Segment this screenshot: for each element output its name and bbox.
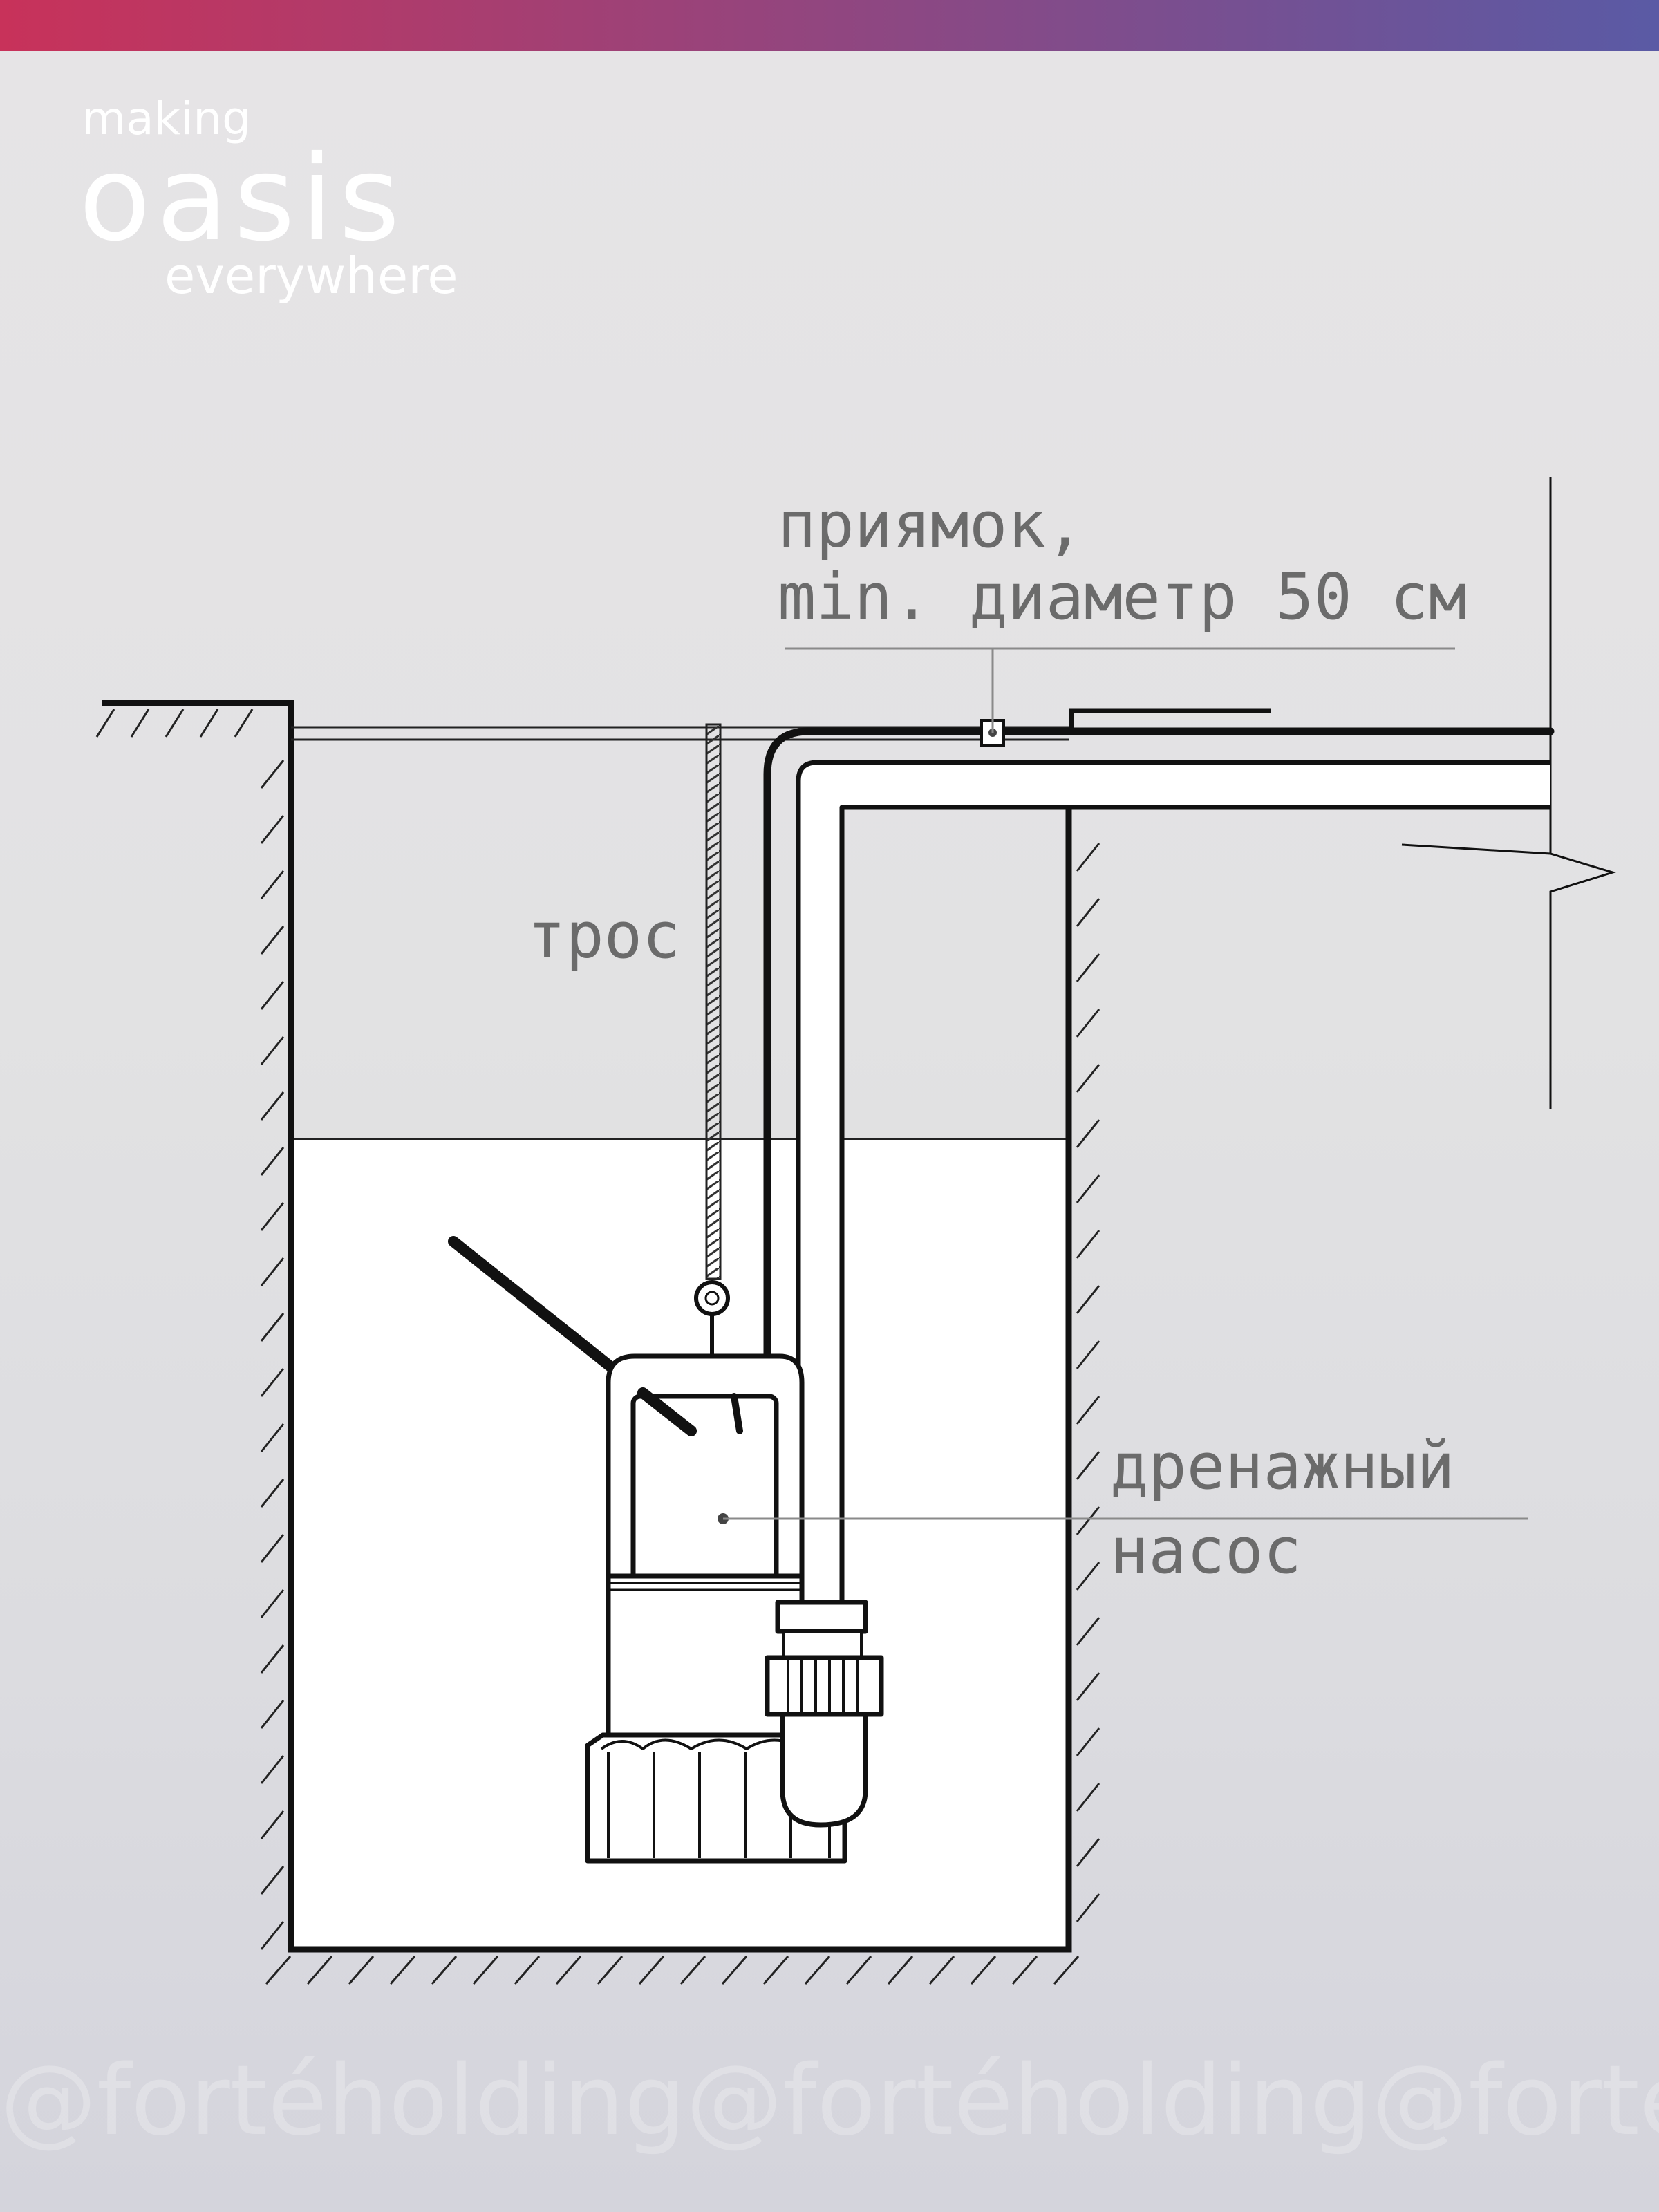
leader-lines [723,647,1528,1520]
pit-label-line2: min. диаметр 50 см [778,560,1467,634]
rope-label: трос [527,899,681,973]
drainage-pump [448,1236,884,1864]
pit-walls [288,700,1072,1953]
logo-word-making: making [82,92,252,145]
pump-label-line1: дренажный [1110,1430,1455,1503]
left-wall-hatching [260,760,285,1950]
logo-word-everywhere: everywhere [165,247,458,305]
pit-crossbar [291,726,1069,741]
right-wall-hatching [1076,843,1100,1922]
rope [705,723,722,1280]
accent-gradient-bar [0,0,1659,51]
ground-left [95,700,291,738]
rope-ring-inner [704,1291,720,1306]
pit-label-line1: приямок, [778,488,1085,562]
pump-label-line2: насос [1110,1514,1302,1588]
watermark: @fortéholding@fortéholding@fortéholding [0,2046,1659,2157]
logo-word-oasis: oasis [79,131,406,268]
floor-hatching [265,1956,1080,1985]
brand-logo: making oasis everywhere [79,91,496,312]
